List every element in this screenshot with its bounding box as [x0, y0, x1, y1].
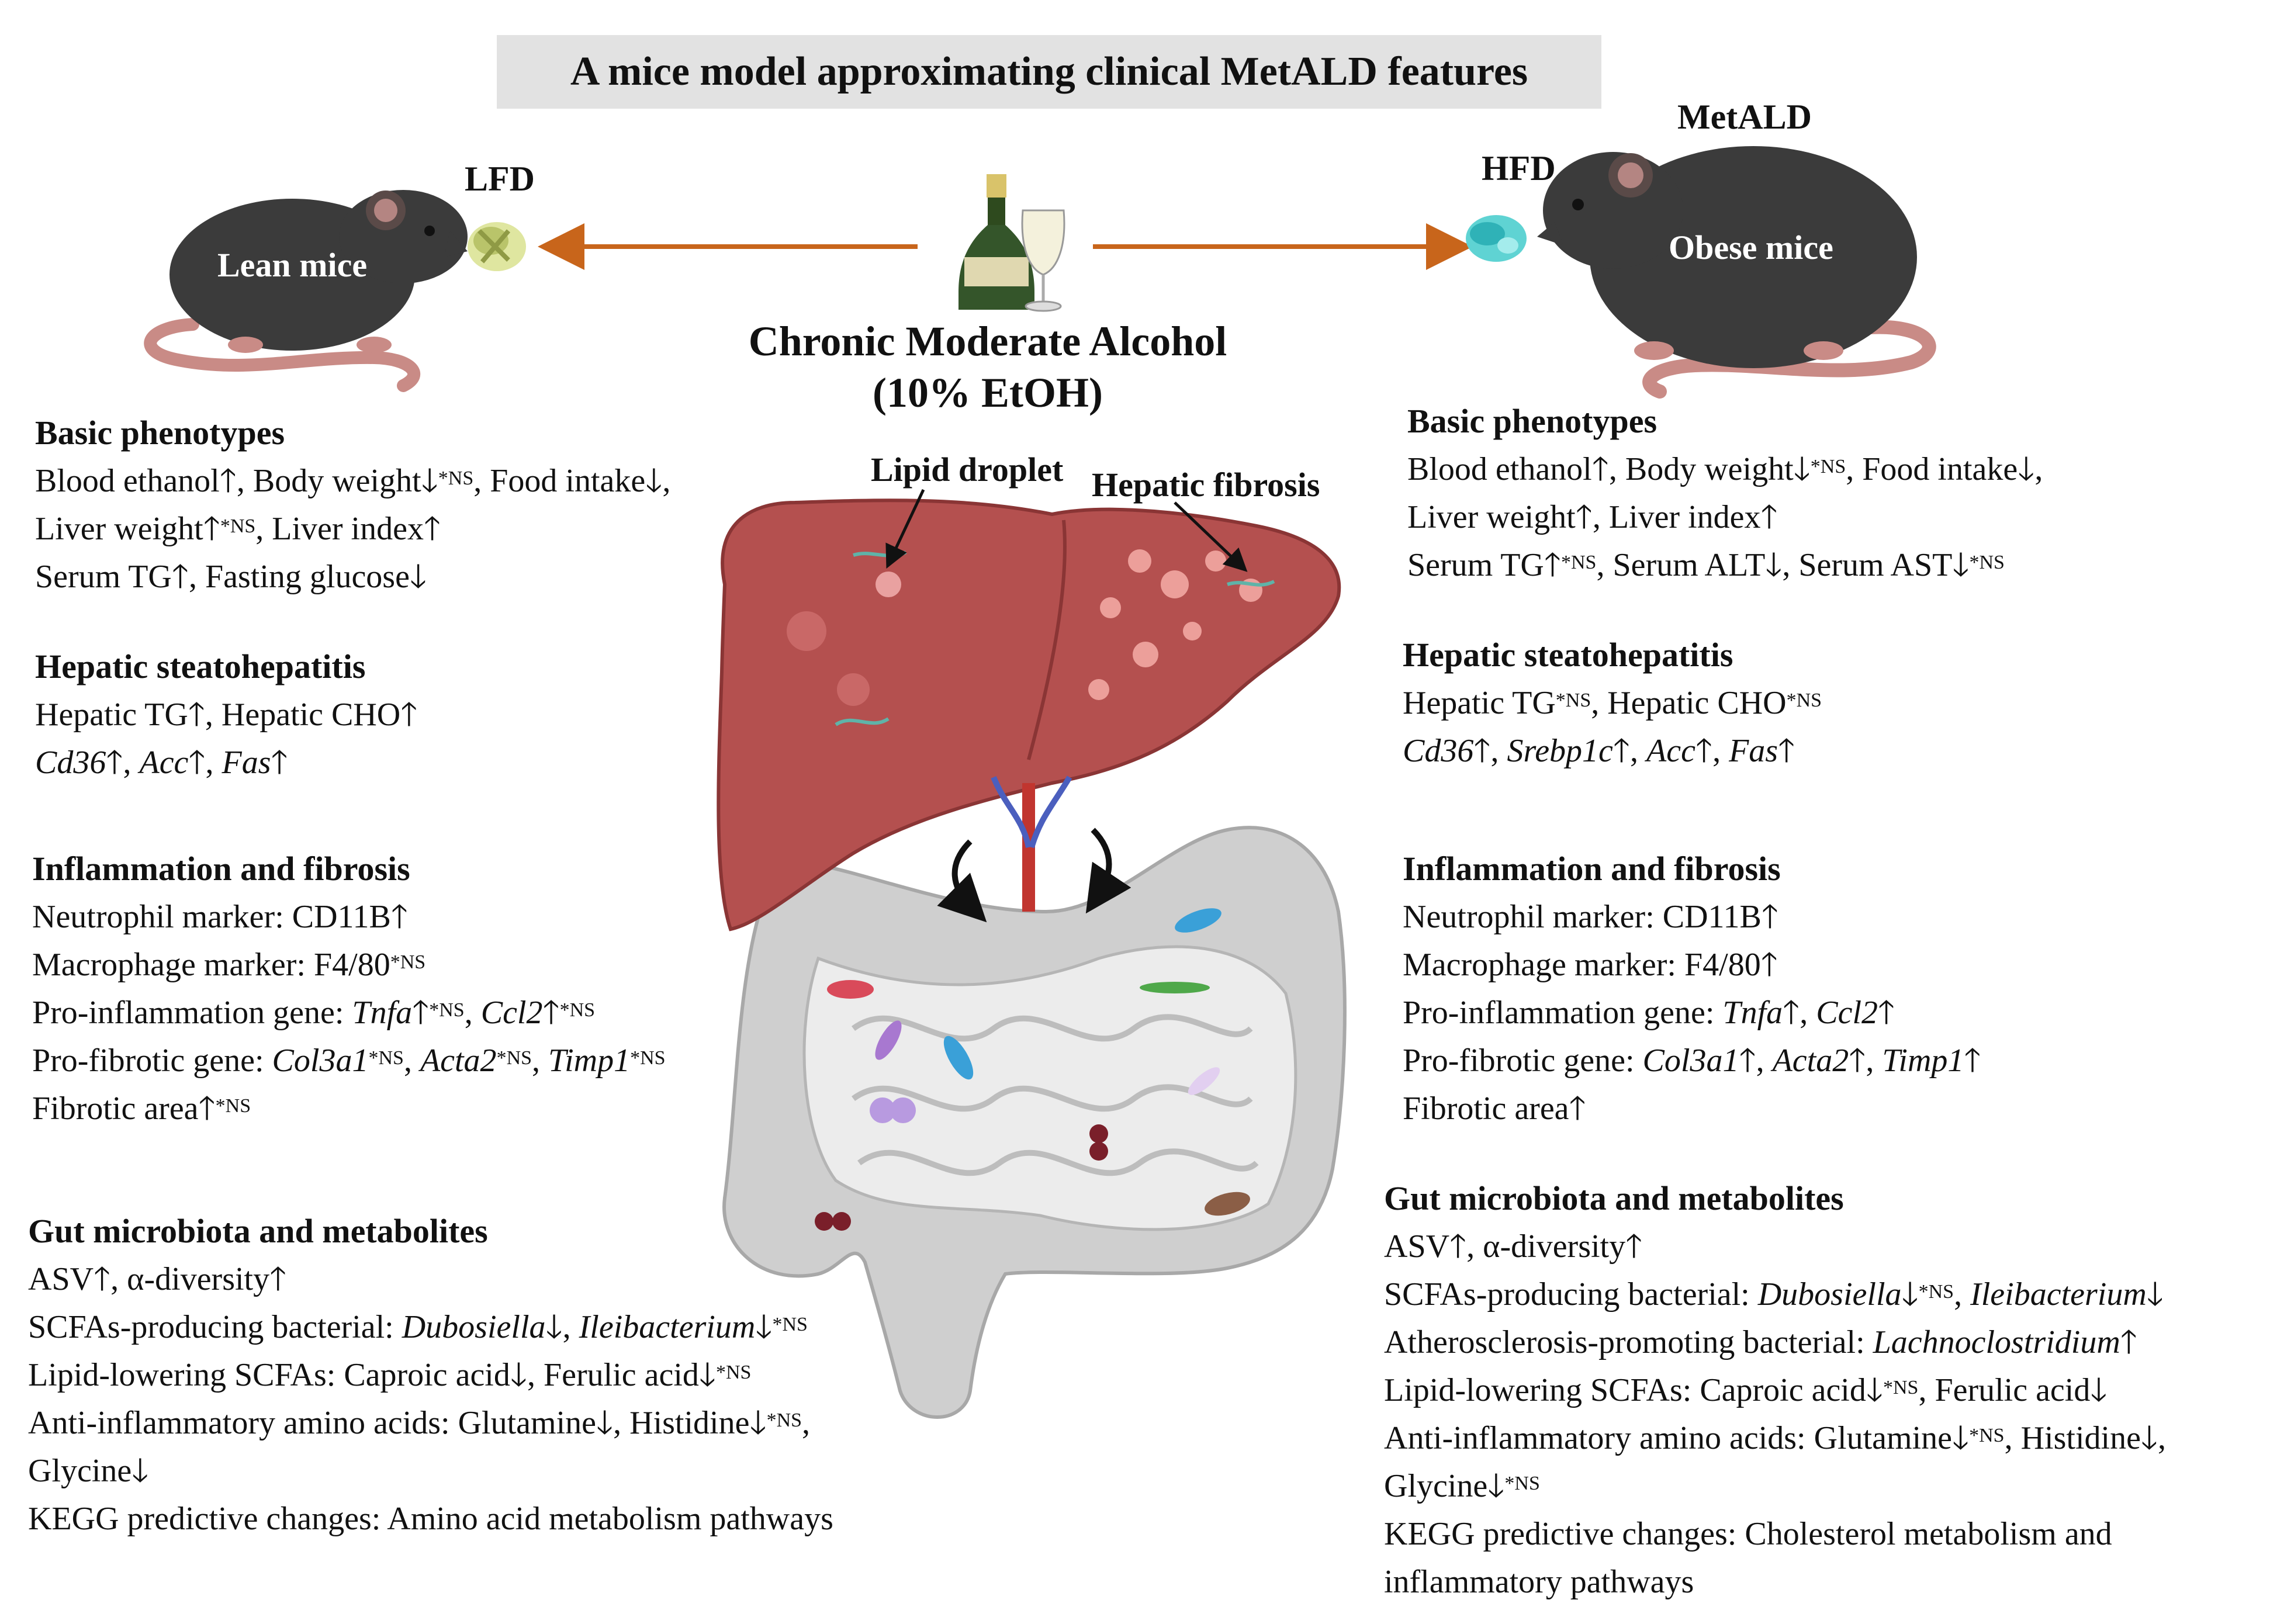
left-gut-microbiota: Gut microbiota and metabolites ASV🡑, α-d… — [28, 1207, 833, 1543]
text-line: Hepatic TG🡑, Hepatic CHO🡑 — [35, 697, 418, 733]
text-line: Blood ethanol🡑, Body weight🡓*NS, Food in… — [35, 463, 671, 499]
text-line: inflammatory pathways — [1384, 1564, 1694, 1600]
alcohol-line1: Chronic Moderate Alcohol — [748, 318, 1227, 365]
text-line: Hepatic TG*NS, Hepatic CHO*NS — [1403, 685, 1822, 721]
text-line: Serum TG🡑*NS, Serum ALT🡓, Serum AST🡓*NS — [1407, 547, 2005, 583]
obese-mice-label: Obese mice — [1669, 228, 1833, 266]
text-line: Blood ethanol🡑, Body weight🡓*NS, Food in… — [1407, 451, 2043, 487]
hfd-label: HFD — [1482, 149, 1556, 188]
text-line: Glycine🡓*NS — [1384, 1468, 1540, 1504]
text-line: Anti-inflammatory amino acids: Glutamine… — [1384, 1420, 2167, 1456]
text-line: Atherosclerosis-promoting bacterial: Lac… — [1384, 1324, 2137, 1360]
lipid-droplet-label: Lipid droplet — [871, 451, 1064, 489]
text-line: KEGG predictive changes: Cholesterol met… — [1384, 1516, 2112, 1552]
right-inflammation-fibrosis: Inflammation and fibrosis Neutrophil mar… — [1403, 845, 1981, 1133]
lean-mice-label: Lean mice — [217, 246, 368, 284]
section-heading: Hepatic steatohepatitis — [35, 647, 366, 685]
hepatic-fibrosis-label: Hepatic fibrosis — [1092, 466, 1320, 504]
text-line: Cd36🡑, Acc🡑, Fas🡑 — [35, 745, 288, 781]
title-background — [497, 35, 1601, 109]
text-line: Pro-inflammation gene: Tnfa🡑, Ccl2🡑 — [1403, 995, 1895, 1031]
lfd-label: LFD — [465, 160, 535, 198]
text-line: Cd36🡑, Srebp1c🡑, Acc🡑, Fas🡑 — [1403, 733, 1795, 769]
liver-icon — [717, 498, 1341, 932]
text-line: Liver weight🡑, Liver index🡑 — [1407, 499, 1778, 535]
left-basic-phenotypes: Basic phenotypes Blood ethanol🡑, Body we… — [35, 409, 670, 601]
text-line: Anti-inflammatory amino acids: Glutamine… — [28, 1405, 811, 1441]
left-inflammation-fibrosis: Inflammation and fibrosis Neutrophil mar… — [32, 845, 666, 1133]
section-heading: Hepatic steatohepatitis — [1403, 636, 1733, 674]
text-line: Glycine🡓 — [28, 1453, 149, 1489]
wine-glass-icon — [1021, 209, 1065, 312]
section-heading: Inflammation and fibrosis — [1403, 850, 1781, 888]
text-line: SCFAs-producing bacterial: Dubosiella🡓*N… — [1384, 1276, 2164, 1313]
text-line: SCFAs-producing bacterial: Dubosiella🡓, … — [28, 1309, 808, 1345]
hepatic-fibrosis-pointer — [1174, 501, 1248, 572]
alcohol-line2: (10% EtOH) — [873, 369, 1103, 416]
text-line: Macrophage marker: F4/80🡑 — [1403, 947, 1778, 983]
page-title: A mice model approximating clinical MetA… — [570, 49, 1528, 94]
right-gut-microbiota: Gut microbiota and metabolites ASV🡑, α-d… — [1384, 1175, 2166, 1606]
text-line: Neutrophil marker: CD11B🡑 — [32, 899, 408, 935]
section-heading: Basic phenotypes — [1407, 402, 1657, 440]
text-line: Pro-fibrotic gene: Col3a1🡑, Acta2🡑, Timp… — [1403, 1043, 1981, 1079]
right-hepatic-steatohepatitis: Hepatic steatohepatitis Hepatic TG*NS, H… — [1403, 631, 1822, 775]
text-line: Neutrophil marker: CD11B🡑 — [1403, 899, 1778, 935]
text-line: Pro-fibrotic gene: Col3a1*NS, Acta2*NS, … — [32, 1043, 666, 1079]
text-line: Lipid-lowering SCFAs: Caproic acid🡓, Fer… — [28, 1357, 752, 1393]
lipid-droplet-pointer — [885, 489, 925, 569]
text-line: Pro-inflammation gene: Tnfa🡑*NS, Ccl2🡑*N… — [32, 995, 596, 1031]
metald-label: MetALD — [1677, 98, 1812, 136]
section-heading: Inflammation and fibrosis — [32, 850, 410, 888]
left-hepatic-steatohepatitis: Hepatic steatohepatitis Hepatic TG🡑, Hep… — [35, 643, 417, 787]
text-line: Fibrotic area🡑*NS — [32, 1090, 251, 1127]
text-line: ASV🡑, α-diversity🡑 — [28, 1261, 287, 1297]
text-line: KEGG predictive changes: Amino acid meta… — [28, 1501, 833, 1537]
right-basic-phenotypes: Basic phenotypes Blood ethanol🡑, Body we… — [1407, 397, 2043, 589]
obese-mouse-icon — [1537, 146, 1936, 399]
section-heading: Basic phenotypes — [35, 414, 285, 452]
text-line: ASV🡑, α-diversity🡑 — [1384, 1228, 1643, 1265]
lean-mouse-icon — [144, 190, 468, 392]
bacteria-icon — [815, 908, 1250, 1231]
intestine-icon — [722, 826, 1347, 1419]
champagne-bottle-icon — [958, 174, 1034, 310]
low-fat-diet-pellet-icon — [468, 222, 526, 271]
text-line: Fibrotic area🡑 — [1403, 1090, 1586, 1127]
text-line: Liver weight🡑*NS, Liver index🡑 — [35, 511, 441, 547]
high-fat-diet-pellet-icon — [1466, 215, 1527, 262]
alcohol-label: Chronic Moderate Alcohol (10% EtOH) — [690, 316, 1286, 418]
text-line: Serum TG🡑, Fasting glucose🡓 — [35, 559, 427, 595]
section-heading: Gut microbiota and metabolites — [1384, 1179, 1844, 1217]
text-line: Macrophage marker: F4/80*NS — [32, 947, 426, 983]
section-heading: Gut microbiota and metabolites — [28, 1212, 488, 1250]
text-line: Lipid-lowering SCFAs: Caproic acid🡓*NS, … — [1384, 1372, 2108, 1408]
